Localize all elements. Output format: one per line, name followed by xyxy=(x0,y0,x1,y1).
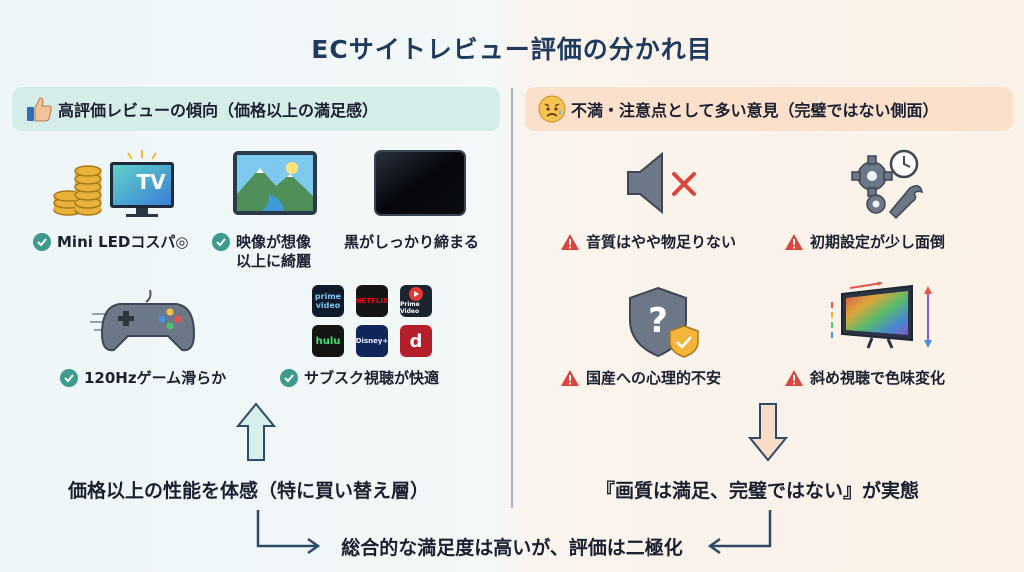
positive-item-3-label: 黒がしっかり締まる xyxy=(344,233,480,251)
positive-item-5-label: サブスク視聴が快適 xyxy=(304,369,440,387)
negative-item-4-label: 斜め視聴で色味変化 xyxy=(810,369,946,387)
svg-text:?: ? xyxy=(648,301,668,341)
gamepad-icon xyxy=(90,289,196,352)
hulu-app-icon: hulu xyxy=(312,325,344,357)
check-icon xyxy=(60,369,78,387)
center-divider xyxy=(511,88,513,508)
positive-item-3: 黒がしっかり締まる xyxy=(344,233,479,252)
angled-tv-icon xyxy=(831,282,932,349)
right-connector-arrow-icon xyxy=(707,510,772,555)
positive-item-1: Mini LEDコスパ◎ xyxy=(33,233,188,252)
positive-item-5: サブスク視聴が快適 xyxy=(280,369,439,388)
negative-item-1: 音質はやや物足りない xyxy=(560,233,736,252)
tv-and-coins-icon xyxy=(53,150,174,217)
warning-icon xyxy=(785,234,803,250)
conclusion-text: 総合的な満足度は高いが、評価は二極化 xyxy=(341,537,683,559)
speaker-mute-icon xyxy=(627,151,696,215)
negative-item-3: 国産への心理的不安 xyxy=(560,369,721,388)
down-arrow-icon xyxy=(748,403,788,462)
negative-banner: 不満・注意点として多い意見（完璧ではない側面） xyxy=(525,87,1013,131)
positive-item-1-label: Mini LEDコスパ◎ xyxy=(57,233,189,251)
landscape-icon xyxy=(233,151,317,215)
gears-clock-icon xyxy=(851,149,923,220)
check-icon xyxy=(280,369,298,387)
negative-item-2-label: 初期設定が少し面倒 xyxy=(810,233,946,251)
prime-video-app-icon: prime video xyxy=(312,285,344,317)
negative-item-4: 斜め視聴で色味変化 xyxy=(784,369,945,388)
warning-icon xyxy=(785,370,803,386)
positive-item-4-label: 120Hzゲーム滑らか xyxy=(84,369,227,387)
positive-item-2: 映像が想像以上に綺麗 xyxy=(212,233,318,271)
shield-question-icon: ? xyxy=(629,286,699,358)
play-app-icon: Prime Video xyxy=(400,285,432,317)
negative-item-3-label: 国産への心理的不安 xyxy=(586,369,722,387)
warning-icon xyxy=(561,370,579,386)
negative-summary: 『画質は満足、完璧ではない』が実態 xyxy=(596,480,920,502)
warning-icon xyxy=(561,234,579,250)
check-icon xyxy=(212,233,230,251)
thumbs-up-icon xyxy=(27,97,52,122)
black-screen-icon xyxy=(374,150,466,216)
positive-item-2-label: 映像が想像以上に綺麗 xyxy=(236,233,312,270)
up-arrow-icon xyxy=(236,402,276,461)
negative-item-1-label: 音質はやや物足りない xyxy=(586,233,737,251)
tv-icon-text: TV xyxy=(136,170,166,194)
positive-banner: 高評価レビューの傾向（価格以上の満足感） xyxy=(12,87,500,131)
positive-item-4: 120Hzゲーム滑らか xyxy=(60,369,226,388)
left-connector-arrow-icon xyxy=(256,510,321,555)
negative-item-2: 初期設定が少し面倒 xyxy=(784,233,945,252)
positive-summary: 価格以上の性能を体感（特に買い替え層） xyxy=(68,480,430,502)
check-icon xyxy=(33,233,51,251)
positive-banner-text: 高評価レビューの傾向（価格以上の満足感） xyxy=(58,101,379,120)
netflix-app-icon: NETFLIX xyxy=(356,285,388,317)
page-title: ECサイトレビュー評価の分かれ目 xyxy=(311,35,713,64)
negative-banner-text: 不満・注意点として多い意見（完璧ではない側面） xyxy=(571,101,939,120)
worried-face-icon xyxy=(538,95,566,123)
disney-plus-app-icon: Disney+ xyxy=(356,325,388,357)
d-app-icon: d xyxy=(400,325,432,357)
streaming-apps-icon: prime video NETFLIX Prime Video hulu Dis… xyxy=(312,285,436,357)
